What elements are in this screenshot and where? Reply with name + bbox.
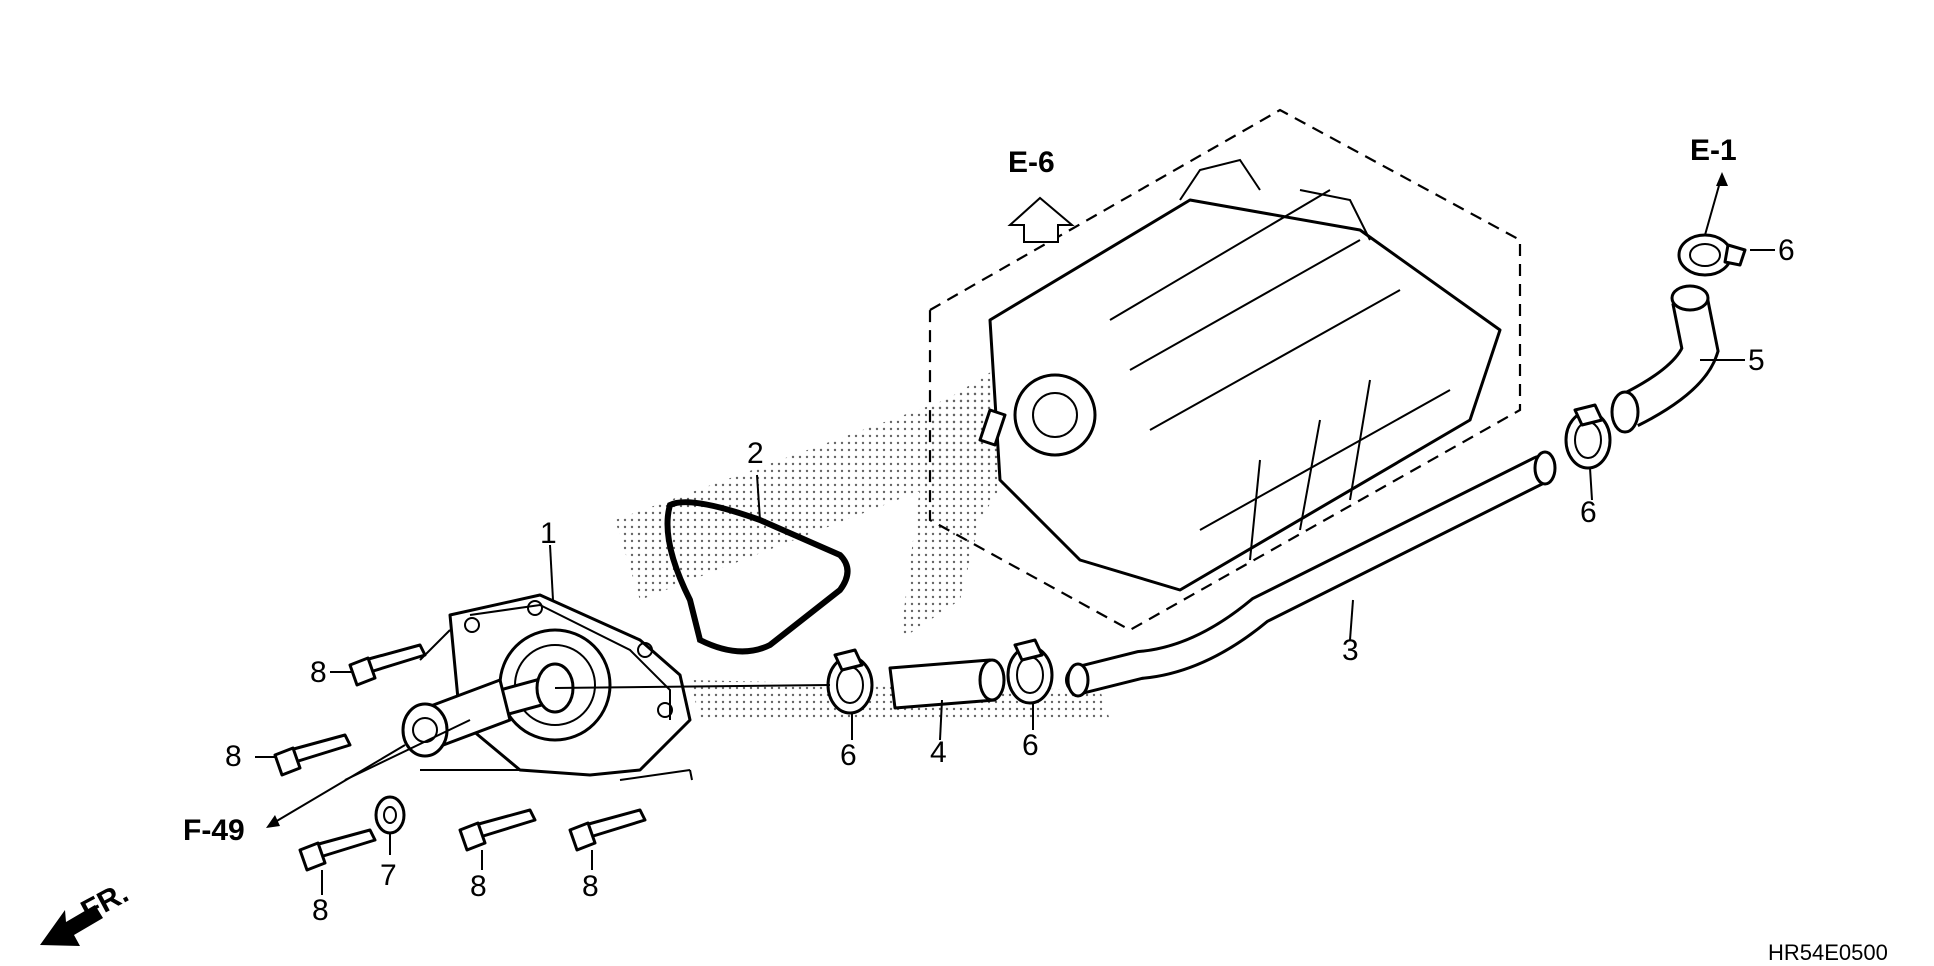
hose-clamps: [826, 233, 1747, 715]
clamp-left: [826, 648, 874, 715]
ref-e6: E-6: [1008, 146, 1055, 179]
ref-e1: E-1: [1690, 134, 1737, 167]
dashed-boundary: [928, 108, 1522, 632]
reference-labels: E-6 E-1 F-49 FR.: [76, 134, 1737, 928]
water-pump-gasket: [664, 499, 851, 655]
diagram-code: HR54E0500: [1768, 940, 1888, 965]
bent-water-hose: [1610, 284, 1720, 434]
sealing-washer: [374, 795, 406, 835]
water-pipe: [1065, 450, 1557, 698]
clamp-top: [1677, 233, 1747, 277]
pump-bore: [1013, 373, 1097, 457]
callout-6-right: 6: [1580, 496, 1597, 529]
clamp-right: [1564, 403, 1612, 470]
callout-6-middle: 6: [1022, 729, 1039, 762]
callout-2: 2: [747, 437, 764, 470]
short-water-hose: [888, 658, 1006, 710]
callout-1: 1: [540, 517, 557, 550]
engine-crankcase: [928, 108, 1522, 632]
callout-6-left: 6: [840, 739, 857, 772]
flange-bolts: [273, 643, 647, 872]
bolt-upper-left: [348, 643, 427, 687]
front-direction-arrow-icon: [40, 905, 103, 946]
bolt-bottom-mid: [458, 808, 537, 852]
callout-3: 3: [1342, 634, 1359, 667]
bolt-mid-left: [273, 733, 352, 777]
bolt-bottom-left: [298, 828, 377, 872]
callout-4: 4: [930, 736, 947, 769]
clamp-middle: [1006, 638, 1054, 705]
water-pump-cover: [401, 593, 692, 777]
callout-8-bottom-left: 8: [312, 894, 329, 927]
callout-8-upper-left: 8: [310, 656, 327, 689]
callout-8-bottom-right: 8: [582, 870, 599, 903]
e6-arrow-icon: [1007, 196, 1075, 243]
callout-6-top: 6: [1778, 234, 1795, 267]
leader-lines: [255, 172, 1775, 895]
callout-8-mid-left: 8: [225, 740, 242, 773]
callout-8-bottom-mid: 8: [470, 870, 487, 903]
callout-5: 5: [1748, 344, 1765, 377]
callout-7: 7: [380, 859, 397, 892]
callout-labels: 1 2 3 4 5 6 6 6 6 7 8 8 8 8 8: [225, 234, 1795, 927]
ref-f49: F-49: [183, 814, 245, 847]
bolt-bottom-right: [568, 808, 647, 852]
